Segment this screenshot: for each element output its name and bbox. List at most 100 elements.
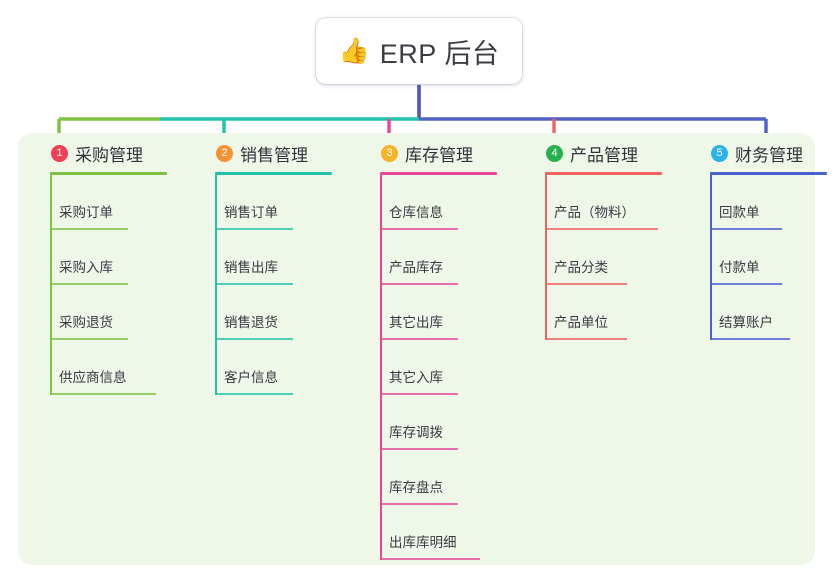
list-item[interactable]: 采购退货	[33, 285, 185, 340]
column-items-1: 采购订单采购入库采购退货供应商信息	[33, 175, 185, 395]
list-item-rule	[380, 338, 458, 340]
list-item[interactable]: 结算账户	[693, 285, 839, 340]
root-node-content: 👍 ERP 后台	[339, 32, 500, 71]
list-item-rule	[215, 228, 293, 230]
list-item-label: 产品库存	[389, 260, 443, 275]
column-3: 3 库存管理仓库信息产品库存其它出库其它入库库存调拨库存盘点出库库明细	[363, 140, 523, 560]
list-item[interactable]: 销售退货	[198, 285, 350, 340]
list-item-rule	[380, 283, 458, 285]
list-item-rule	[215, 338, 293, 340]
list-item[interactable]: 付款单	[693, 230, 839, 285]
list-item-rule	[710, 228, 782, 230]
list-item[interactable]: 回款单	[693, 175, 839, 230]
list-item-label: 供应商信息	[59, 370, 127, 385]
list-item-rule	[50, 393, 156, 395]
list-item-label: 销售订单	[224, 205, 278, 220]
list-item-rule	[545, 283, 627, 285]
list-item[interactable]: 采购订单	[33, 175, 185, 230]
list-item[interactable]: 供应商信息	[33, 340, 185, 395]
root-node-erp-backend[interactable]: 👍 ERP 后台	[316, 18, 522, 84]
list-item-label: 结算账户	[719, 315, 773, 330]
list-item-rule	[50, 228, 128, 230]
column-items-3: 仓库信息产品库存其它出库其它入库库存调拨库存盘点出库库明细	[363, 175, 523, 560]
list-item-rule	[215, 393, 293, 395]
list-item-label: 销售退货	[224, 315, 278, 330]
list-item[interactable]: 采购入库	[33, 230, 185, 285]
list-item-label: 出库库明细	[389, 535, 457, 550]
list-item[interactable]: 其它出库	[363, 285, 523, 340]
list-item[interactable]: 仓库信息	[363, 175, 523, 230]
list-item-rule	[380, 448, 458, 450]
list-item-rule	[545, 338, 627, 340]
column-title-4: 产品管理	[570, 145, 638, 165]
column-badge-2: 2	[216, 144, 233, 162]
list-item[interactable]: 产品（物料）	[528, 175, 688, 230]
column-items-2: 销售订单销售出库销售退货客户信息	[198, 175, 350, 395]
column-rule-4	[545, 172, 662, 175]
column-spine-2	[215, 175, 217, 395]
list-item-label: 销售出库	[224, 260, 278, 275]
column-title-3: 库存管理	[405, 145, 473, 165]
column-4: 4 产品管理产品（物料） 产品分类产品单位	[528, 140, 688, 340]
column-items-5: 回款单付款单结算账户	[693, 175, 839, 340]
list-item-rule	[710, 338, 790, 340]
list-item[interactable]: 销售出库	[198, 230, 350, 285]
list-item-rule	[710, 283, 782, 285]
list-item-rule	[380, 228, 458, 230]
column-1: 1 采购管理采购订单采购入库采购退货供应商信息	[33, 140, 185, 395]
list-item-label: 库存盘点	[389, 480, 443, 495]
list-item[interactable]: 销售订单	[198, 175, 350, 230]
list-item[interactable]: 出库库明细	[363, 505, 523, 560]
column-spine-1	[50, 175, 52, 395]
list-item-label: 其它入库	[389, 370, 443, 385]
list-item-label: 客户信息	[224, 370, 278, 385]
column-header-1[interactable]: 1 采购管理	[33, 140, 185, 166]
list-item-label: 其它出库	[389, 315, 443, 330]
list-item-rule	[380, 558, 480, 560]
column-items-4: 产品（物料） 产品分类产品单位	[528, 175, 688, 340]
column-badge-4: 4	[546, 144, 563, 162]
list-item-label: 采购退货	[59, 315, 113, 330]
root-node-title: ERP 后台	[379, 38, 500, 69]
column-rule-5	[710, 172, 827, 175]
column-spine-4	[545, 175, 547, 340]
list-item-label: 产品单位	[554, 315, 608, 330]
list-item[interactable]: 其它入库	[363, 340, 523, 395]
list-item-rule	[50, 283, 128, 285]
list-item-rule	[545, 228, 658, 230]
list-item-label: 库存调拨	[389, 425, 443, 440]
column-title-1: 采购管理	[75, 145, 143, 165]
list-item[interactable]: 客户信息	[198, 340, 350, 395]
thumbs-up-icon: 👍	[338, 36, 370, 65]
column-header-3[interactable]: 3 库存管理	[363, 140, 523, 166]
column-rule-2	[215, 172, 332, 175]
list-item-rule	[50, 338, 128, 340]
list-item[interactable]: 产品库存	[363, 230, 523, 285]
branches-panel	[18, 133, 815, 565]
column-title-5: 财务管理	[735, 145, 803, 165]
column-rule-3	[380, 172, 497, 175]
column-2: 2 销售管理销售订单销售出库销售退货客户信息	[198, 140, 350, 395]
list-item-label: 采购入库	[59, 260, 113, 275]
list-item-label: 回款单	[719, 205, 760, 220]
list-item-rule	[215, 283, 293, 285]
list-item-label: 产品分类	[554, 260, 608, 275]
column-badge-3: 3	[381, 144, 398, 162]
column-title-2: 销售管理	[240, 145, 308, 165]
column-badge-1: 1	[51, 144, 68, 162]
list-item[interactable]: 库存调拨	[363, 395, 523, 450]
column-rule-1	[50, 172, 167, 175]
list-item-label: 产品（物料）	[554, 205, 635, 220]
column-header-4[interactable]: 4 产品管理	[528, 140, 688, 166]
column-spine-5	[710, 175, 712, 340]
list-item-label: 仓库信息	[389, 205, 443, 220]
column-header-2[interactable]: 2 销售管理	[198, 140, 350, 166]
list-item[interactable]: 库存盘点	[363, 450, 523, 505]
list-item-rule	[380, 503, 458, 505]
list-item[interactable]: 产品分类	[528, 230, 688, 285]
column-spine-3	[380, 175, 382, 560]
list-item[interactable]: 产品单位	[528, 285, 688, 340]
